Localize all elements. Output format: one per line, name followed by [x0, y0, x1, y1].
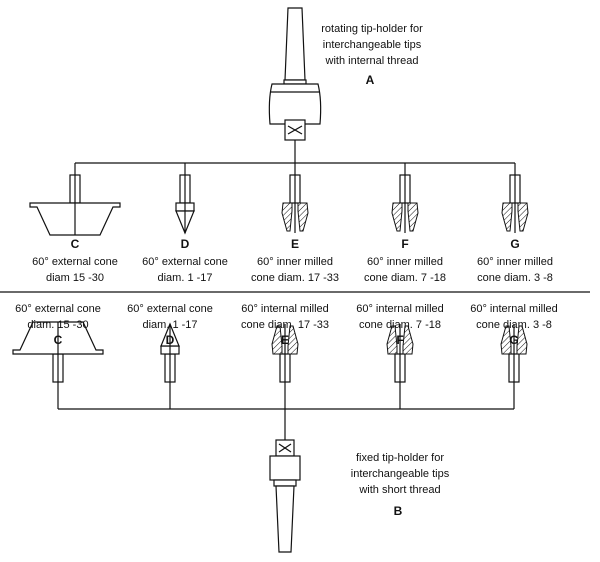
tip-line1: 60° external cone — [127, 303, 213, 315]
tip-letter: G — [509, 333, 518, 347]
tip-line2: cone diam. 3 -8 — [476, 319, 552, 331]
tip-letter: F — [396, 333, 403, 347]
tip-f-drawing — [386, 324, 414, 383]
tip-line2: cone diam. 17 -33 — [241, 319, 329, 331]
svg-text:fixed tip-holder for: fixed tip-holder for — [356, 452, 444, 464]
tip-letter: C — [71, 237, 80, 251]
svg-text:A: A — [366, 73, 375, 87]
svg-text:with internal thread: with internal thread — [325, 55, 419, 67]
tip-g-drawing — [501, 174, 529, 233]
tip-g: G 60° internal milled cone diam. 3 -8 — [470, 303, 558, 409]
tip-f: F 60° inner milled cone diam. 7 -18 — [364, 163, 446, 284]
tip-line1: 60° external cone — [32, 256, 118, 268]
tip-line1: 60° internal milled — [470, 303, 558, 315]
tip-e: E 60° internal milled cone diam. 17 -33 — [241, 303, 329, 409]
tip-letter: C — [54, 333, 63, 347]
tip-d-drawing — [175, 174, 195, 235]
tip-line1: 60° inner milled — [367, 256, 443, 268]
svg-text:with short thread: with short thread — [358, 484, 440, 496]
tip-line2: diam 15 -30 — [46, 272, 104, 284]
tip-letter: F — [401, 237, 408, 251]
tip-d: D 60° external cone diam. 1 -17 — [127, 303, 213, 409]
tip-e: E 60° inner milled cone diam. 17 -33 — [251, 163, 339, 284]
tip-d: D 60° external cone diam. 1 -17 — [142, 163, 228, 284]
tip-d-drawing — [160, 322, 180, 383]
rotating-tip-holder-a — [268, 7, 322, 163]
tip-c-drawing — [29, 174, 121, 236]
tip-letter: E — [291, 237, 299, 251]
tip-line2: cone diam. 7 -18 — [359, 319, 441, 331]
tip-g: G 60° inner milled cone diam. 3 -8 — [477, 163, 553, 284]
tip-e-drawing — [271, 324, 299, 383]
fixed-tip-holder-b — [269, 409, 301, 553]
tip-line2: cone diam. 3 -8 — [477, 272, 553, 284]
tip-f: F 60° internal milled cone diam. 7 -18 — [356, 303, 444, 409]
tip-letter: E — [281, 333, 289, 347]
tip-line1: 60° internal milled — [241, 303, 329, 315]
svg-text:interchangeable tips: interchangeable tips — [323, 39, 422, 51]
tip-line1: 60° internal milled — [356, 303, 444, 315]
tip-line1: 60° external cone — [142, 256, 228, 268]
holder-a-label: rotating tip-holder for interchangeable … — [321, 23, 423, 87]
tip-e-drawing — [281, 174, 309, 233]
tip-line2: diam. 1 -17 — [157, 272, 212, 284]
svg-text:interchangeable tips: interchangeable tips — [351, 468, 450, 480]
svg-text:rotating tip-holder for: rotating tip-holder for — [321, 23, 423, 35]
tip-g-drawing — [500, 324, 528, 383]
tip-letter: D — [166, 333, 175, 347]
holder-b-label: fixed tip-holder for interchangeable tip… — [351, 452, 450, 518]
tip-line2: diam. 15 -30 — [27, 319, 88, 331]
svg-text:B: B — [394, 504, 403, 518]
tip-line1: 60° external cone — [15, 303, 101, 315]
tip-c-drawing — [12, 321, 104, 383]
tip-line2: cone diam. 7 -18 — [364, 272, 446, 284]
tip-line2: cone diam. 17 -33 — [251, 272, 339, 284]
tip-line1: 60° inner milled — [477, 256, 553, 268]
tip-letter: G — [510, 237, 519, 251]
tip-line1: 60° inner milled — [257, 256, 333, 268]
tip-line2: diam. 1 -17 — [142, 319, 197, 331]
tip-c: C 60° external cone diam 15 -30 — [29, 163, 121, 284]
tip-c: C 60° external cone diam. 15 -30 — [12, 303, 104, 409]
tip-f-drawing — [391, 174, 419, 233]
tip-letter: D — [181, 237, 190, 251]
